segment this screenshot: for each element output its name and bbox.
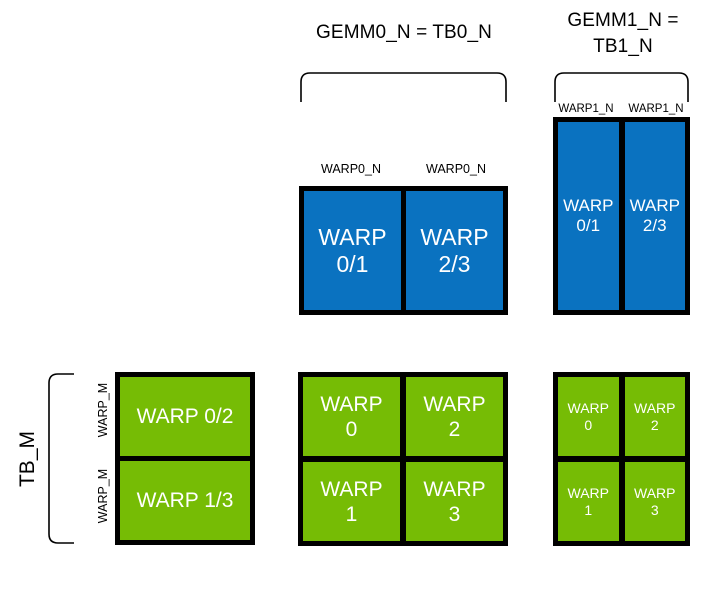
green-center-cell-warp-1[interactable]: WARP 1 [303,462,400,541]
blue1-cell-warp-2-3[interactable]: WARP 2/3 [624,122,685,310]
gemm1-warp-row-bottom: WARP 1 WARP 3 [558,462,685,541]
gemm0-warp-grid: WARP 0 WARP 2 WARP 1 WARP 3 [298,372,508,546]
warp1n-label-left: WARP1_N [558,103,614,115]
blue-cell-warp-0-1[interactable]: WARP 0/1 [304,191,401,310]
gemm1-bracket [553,70,690,102]
gemm1-warp-row-top: WARP 0 WARP 2 [558,377,685,456]
tb-m-label: TB_M [16,431,39,488]
warp0n-label-left: WARP0_N [321,162,381,176]
green-center-cell-warp-3[interactable]: WARP 3 [406,462,503,541]
blue1-cell-warp-0-1[interactable]: WARP 0/1 [558,122,619,310]
gemm1-heading: GEMM1_N = TB1_N [567,10,679,57]
gemm0-bracket [299,70,508,102]
green-left-cell-warp-0-2[interactable]: WARP 0/2 [120,377,250,456]
green-right-cell-warp-3[interactable]: WARP 3 [624,462,685,541]
warp-m-label-bottom: WARP_M [96,468,110,524]
warp-m-label-top: WARP_M [96,382,110,438]
green-center-cell-warp-0[interactable]: WARP 0 [303,377,400,456]
warp1n-label-right: WARP1_N [628,103,684,115]
gemm1-warp-grid: WARP 0 WARP 2 WARP 1 WARP 3 [553,372,690,546]
green-left-cell-warp-1-3[interactable]: WARP 1/3 [120,461,250,540]
warp0n-label-right: WARP0_N [426,162,486,176]
green-center-cell-warp-2[interactable]: WARP 2 [406,377,503,456]
gemm0-accumulator-block: WARP 0/1 WARP 2/3 [299,186,508,315]
gemm0-heading: GEMM0_N = TB0_N [316,22,492,43]
green-right-cell-warp-0[interactable]: WARP 0 [558,377,619,456]
green-right-cell-warp-2[interactable]: WARP 2 [624,377,685,456]
gemm1-accumulator-block: WARP 0/1 WARP 2/3 [553,117,690,315]
tb-m-bracket [46,372,76,545]
green-right-cell-warp-1[interactable]: WARP 1 [558,462,619,541]
gemm0-warp-row-top: WARP 0 WARP 2 [303,377,503,456]
tb-m-warp-block: WARP 0/2 WARP 1/3 [115,372,255,545]
blue-cell-warp-2-3[interactable]: WARP 2/3 [406,191,503,310]
gemm0-warp-row-bottom: WARP 1 WARP 3 [303,462,503,541]
